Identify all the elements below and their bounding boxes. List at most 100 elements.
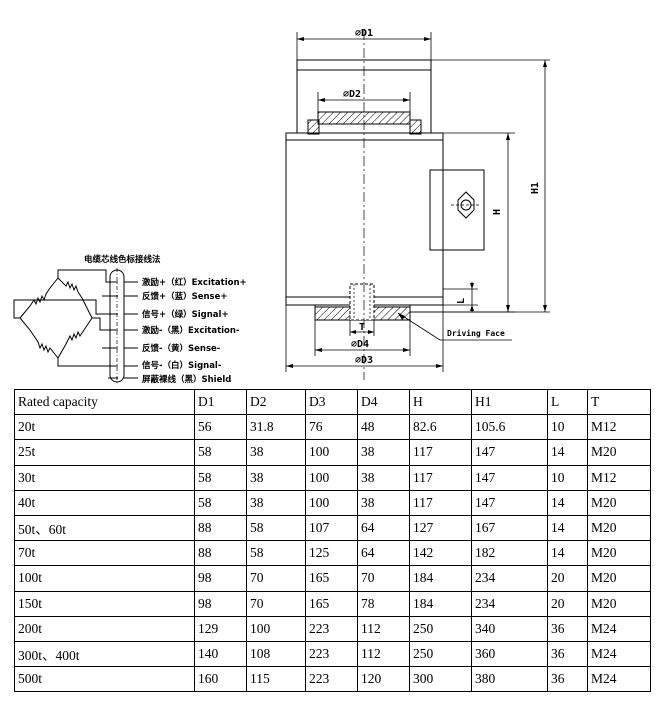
table-cell: 108 — [246, 640, 306, 668]
table-cell: 300t、400t — [14, 640, 195, 668]
dimension-lines — [285, 32, 550, 372]
table-cell: M20 — [587, 540, 651, 567]
table-cell: M24 — [587, 640, 651, 668]
table-cell: 250 — [409, 615, 472, 642]
table-cell: 10 — [547, 414, 588, 441]
table-cell: 300 — [409, 666, 472, 693]
table-cell: 88 — [194, 540, 247, 567]
table-cell: 140 — [194, 640, 247, 668]
table-cell: 78 — [357, 590, 410, 617]
table-cell: 20t — [14, 414, 195, 441]
table-cell: 117 — [409, 489, 472, 516]
table-cell: 25t — [14, 439, 195, 466]
wire-label: 反馈+（蓝）Sense+ — [142, 291, 228, 302]
table-cell: M12 — [587, 464, 651, 491]
table-cell: 82.6 — [409, 414, 472, 441]
table-cell: 127 — [409, 514, 472, 542]
table-cell: 117 — [409, 464, 472, 491]
table-cell: 58 — [194, 489, 247, 516]
column-header: D1 — [194, 388, 247, 416]
table-cell: 38 — [357, 439, 410, 466]
bridge-circuit — [13, 268, 138, 385]
table-cell: 70 — [357, 565, 410, 592]
column-header: H — [409, 388, 472, 416]
table-cell: 105.6 — [471, 414, 548, 441]
table-cell: 125 — [305, 540, 358, 567]
table-cell: 38 — [246, 464, 306, 491]
label-d1: ∅D1 — [355, 28, 373, 39]
column-header: D3 — [305, 388, 358, 416]
table-cell: 234 — [471, 590, 548, 617]
table-cell: 100 — [305, 439, 358, 466]
table-cell: M20 — [587, 590, 651, 617]
table-cell: 112 — [357, 615, 410, 642]
table-cell: M20 — [587, 565, 651, 592]
table-cell: 70 — [246, 565, 306, 592]
table-cell: M20 — [587, 514, 651, 542]
table-cell: 14 — [547, 514, 588, 542]
table-cell: 182 — [471, 540, 548, 567]
table-cell: 98 — [194, 590, 247, 617]
table-cell: 36 — [547, 615, 588, 642]
table-cell: 64 — [357, 540, 410, 567]
table-cell: 223 — [305, 615, 358, 642]
label-driving-face: Driving Face — [447, 328, 505, 338]
table-cell: 64 — [357, 514, 410, 542]
table-cell: 40t — [14, 489, 195, 516]
table-cell: M12 — [587, 414, 651, 441]
table-cell: 147 — [471, 439, 548, 466]
table-cell: 38 — [357, 489, 410, 516]
wire-label: 屏蔽裸线（黑）Shield — [141, 374, 231, 385]
table-cell: 36 — [547, 640, 588, 668]
table-cell: 70 — [246, 590, 306, 617]
table-cell: 100 — [305, 489, 358, 516]
table-cell: 500t — [14, 666, 195, 693]
table-cell: 234 — [471, 565, 548, 592]
column-header: T — [587, 388, 651, 416]
table-cell: 10 — [547, 464, 588, 491]
table-cell: 58 — [246, 540, 306, 567]
table-cell: M24 — [587, 615, 651, 642]
dimension-arrows — [286, 37, 547, 368]
table-cell: 380 — [471, 666, 548, 693]
label-l: L — [456, 298, 467, 304]
table-cell: 100t — [14, 565, 195, 592]
table-cell: 147 — [471, 464, 548, 491]
table-cell: 30t — [14, 464, 195, 491]
table-cell: 115 — [246, 666, 306, 693]
table-cell: 160 — [194, 666, 247, 693]
label-d3: ∅D3 — [355, 355, 373, 366]
table-cell: 20 — [547, 565, 588, 592]
table-cell: 58 — [246, 514, 306, 542]
table-cell: 112 — [357, 640, 410, 668]
wire-label: 激励-（黑）Excitation- — [142, 325, 240, 336]
table-cell: 200t — [14, 615, 195, 642]
dimension-labels: ∅D1 ∅D2 ∅D3 ∅D4 T H H1 L Driving Face — [343, 28, 541, 366]
table-cell: 165 — [305, 565, 358, 592]
column-header: D4 — [357, 388, 410, 416]
column-header: D2 — [246, 388, 306, 416]
table-cell: 36 — [547, 666, 588, 693]
table-cell: 340 — [471, 615, 548, 642]
table-cell: 250 — [409, 640, 472, 668]
column-header: Rated capacity — [14, 388, 195, 416]
wire-label: 信号+（绿）Signal+ — [142, 309, 229, 320]
table-cell: 76 — [305, 414, 358, 441]
table-cell: 129 — [194, 615, 247, 642]
table-cell: M24 — [587, 666, 651, 693]
table-cell: 223 — [305, 640, 358, 668]
table-cell: 88 — [194, 514, 247, 542]
